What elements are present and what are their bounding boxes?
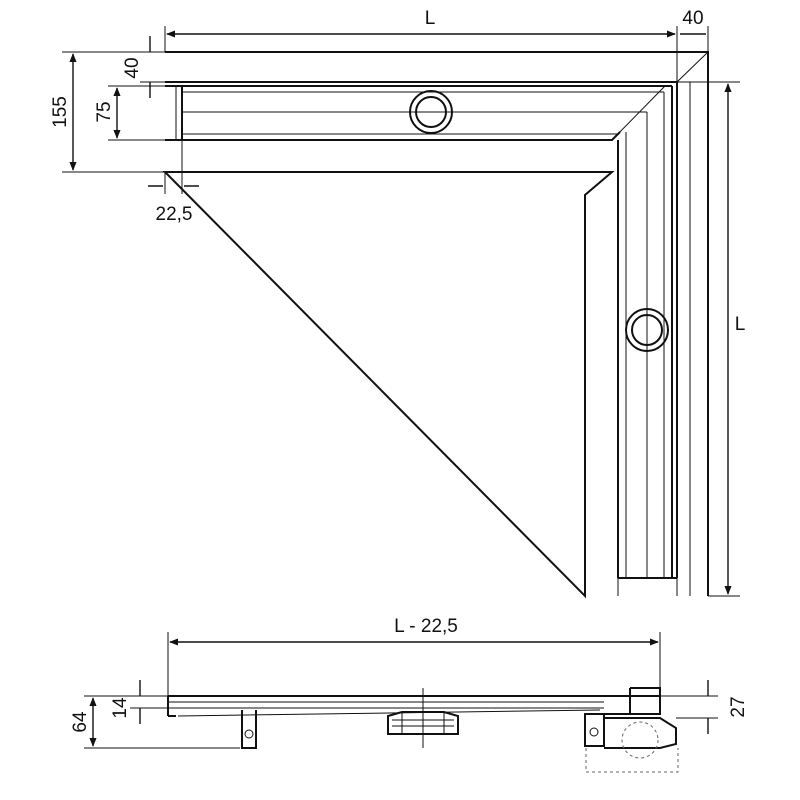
right-outlet-body: [584, 687, 679, 773]
dim-label-side-length: L - 22,5: [394, 616, 458, 637]
middle-outlet-body: [387, 711, 459, 735]
top-view: L 40 155 40 75 22,5 L: [50, 8, 746, 599]
dim-label-length-top: L: [425, 8, 436, 29]
left-support-foot: [241, 710, 257, 749]
dim-label-offset: 22,5: [156, 204, 193, 225]
dim-label-flange-top: 40: [682, 8, 703, 29]
dim-label-side-flange: 14: [110, 697, 131, 719]
outlet-horizontal: [409, 90, 453, 134]
outlet-vertical: [625, 308, 669, 352]
dim-label-length-right: L: [735, 314, 746, 335]
side-view: L - 22,5 64 14 27: [70, 616, 749, 773]
dim-label-outlet-height: 27: [728, 696, 749, 717]
flange-inner-edge: [165, 81, 678, 578]
dim-label-total-width: 155: [50, 96, 71, 128]
flange-miter: [676, 51, 709, 83]
vertical-channel: [617, 86, 678, 596]
dim-label-channel-width: 75: [94, 101, 115, 122]
dim-label-side-total-height: 64: [70, 711, 91, 733]
dim-label-flange-left: 40: [122, 57, 143, 78]
